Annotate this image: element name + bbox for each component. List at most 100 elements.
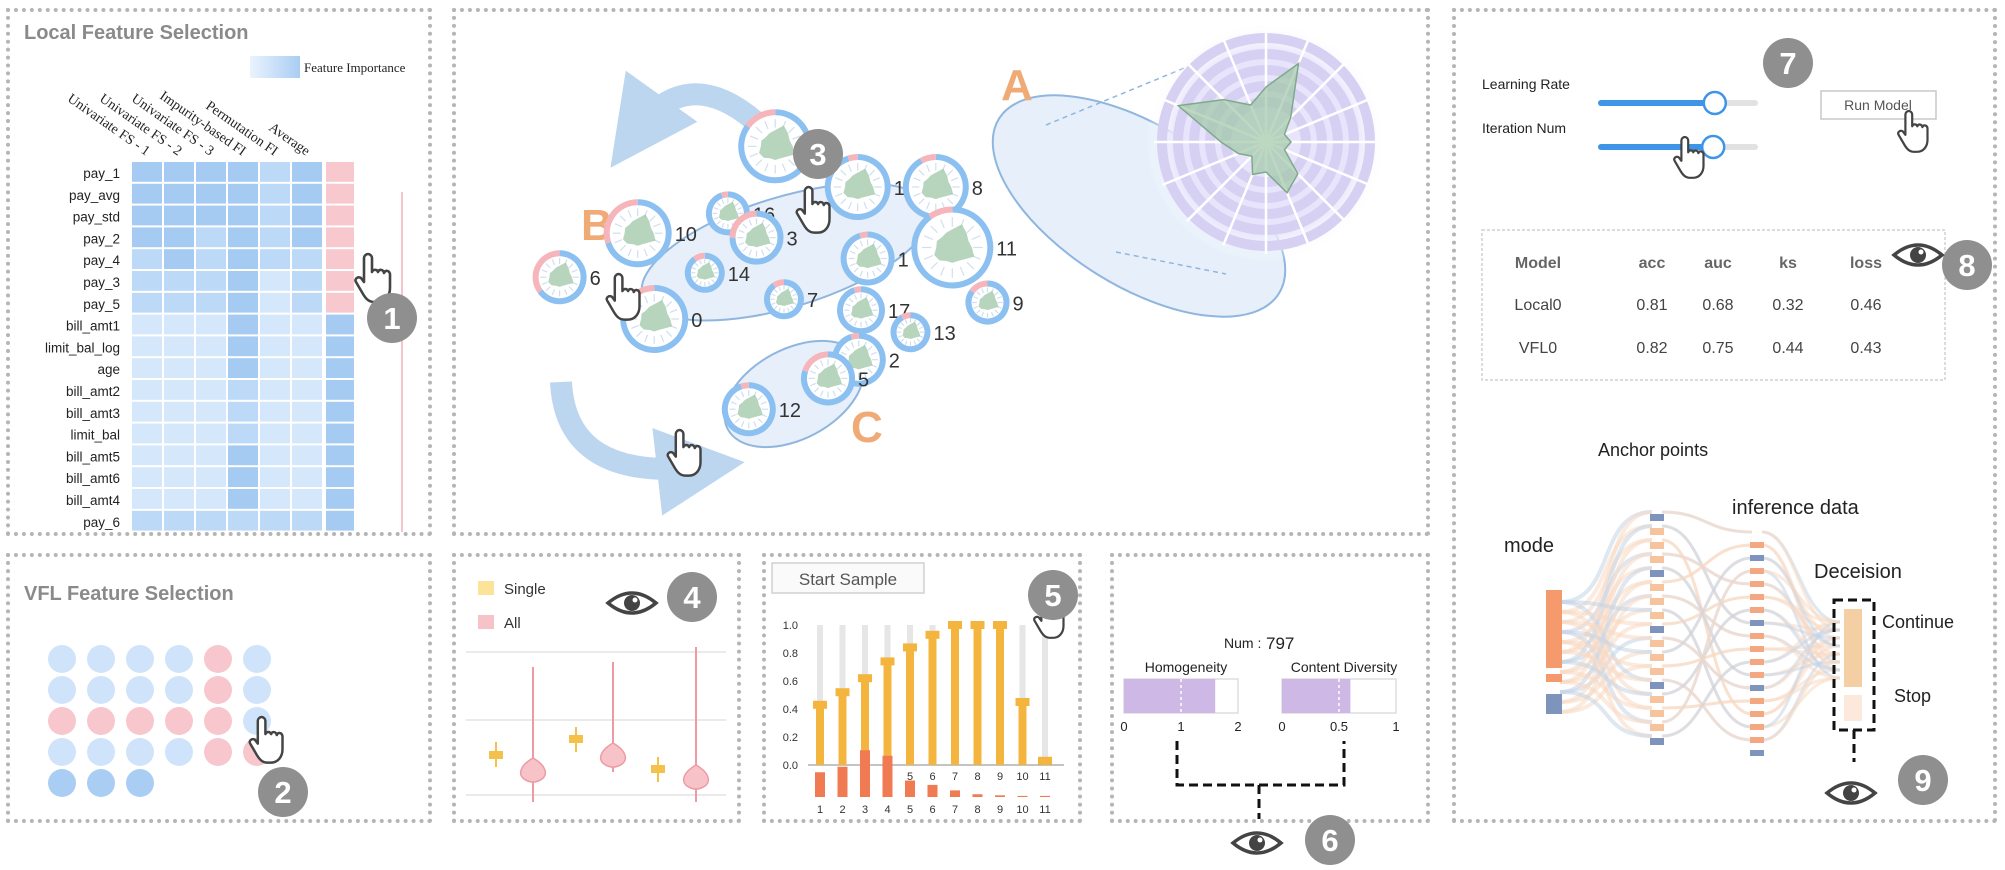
heatmap-hand-icon[interactable] [354, 252, 392, 304]
node-spoke [872, 177, 881, 182]
cluster-node[interactable]: 7 [764, 279, 818, 320]
node-spoke [916, 338, 921, 343]
y-tick-label: 0.6 [783, 676, 798, 688]
sankey-flow [1661, 569, 1753, 724]
node-spoke [781, 163, 787, 172]
node-spoke [740, 421, 745, 428]
cluster-node[interactable]: 6 [532, 250, 601, 305]
node-spoke [790, 305, 795, 310]
start-sample-button[interactable]: Start Sample [771, 562, 925, 594]
inference-node [1750, 646, 1764, 652]
all-bar [927, 784, 938, 797]
learning-rate-slider-thumb[interactable] [1702, 90, 1728, 116]
cluster-node[interactable]: 8 [902, 154, 983, 220]
heatmap-cell [132, 183, 162, 204]
sankey-flow [1559, 620, 1653, 640]
node-spoke [707, 281, 711, 286]
cluster-node[interactable]: 4 [738, 109, 826, 184]
node-spoke [923, 254, 934, 260]
node-spoke [853, 244, 859, 250]
inference-node [1750, 594, 1764, 600]
sankey-flow [1661, 566, 1753, 677]
node-spoke [994, 291, 999, 296]
table-header: acc [1639, 255, 1666, 272]
cluster-node[interactable]: 1 [840, 231, 909, 286]
cluster-node[interactable]: 5 [801, 351, 869, 406]
heatmap-cell [260, 510, 290, 531]
violin-all-shape [520, 757, 546, 783]
node-spoke [753, 421, 757, 428]
node-spoke [551, 259, 556, 266]
cluster-node[interactable]: 9 [965, 280, 1024, 325]
cluster-node[interactable]: 13 [890, 312, 956, 353]
node-spoke [918, 198, 925, 205]
node-radar [622, 214, 656, 246]
node-spoke [867, 345, 873, 351]
metric-label: Homogeneity [1145, 659, 1228, 675]
node-ring-pink [859, 231, 868, 239]
node-spoke [850, 341, 855, 348]
iteration-slider-thumb[interactable] [1700, 134, 1726, 160]
selection-cell [326, 249, 354, 269]
local-panel-title: Local Feature Selection [24, 22, 249, 44]
node-radar [921, 168, 954, 200]
run-model-hand-icon[interactable] [1897, 109, 1929, 153]
node-spoke [820, 390, 824, 397]
node-spoke [916, 322, 921, 327]
table-header: Model [1515, 255, 1561, 272]
all-bar [950, 790, 960, 797]
heatmap-cell [228, 423, 258, 444]
run-model-button[interactable]: Run Model [1820, 90, 1937, 120]
heatmap-cell [132, 249, 162, 269]
node-spoke [876, 267, 882, 273]
all-bar [1040, 795, 1050, 797]
node-spoke [771, 293, 776, 297]
mode-node [1546, 674, 1562, 682]
heatmap-row-label: bill_amt2 [66, 384, 120, 399]
sample-hand-icon[interactable] [1033, 595, 1065, 639]
cluster-node[interactable]: 10 [603, 199, 697, 268]
inference-node [1650, 710, 1664, 717]
inference-node [1650, 696, 1664, 703]
node-ring-blue [831, 332, 886, 387]
node-ring-blue [890, 312, 931, 353]
heatmap-cell [164, 401, 194, 422]
cluster-node[interactable]: 3 [729, 210, 798, 265]
cluster-projection-view[interactable]: ABC41581119101661430717213512 [456, 12, 1426, 532]
projection-hand-icon[interactable] [795, 185, 831, 234]
inference-node [1750, 581, 1764, 587]
node-spoke [760, 401, 767, 405]
vfl-hand-icon[interactable] [248, 715, 284, 764]
table-header: loss [1850, 255, 1882, 272]
node-spoke [757, 395, 763, 401]
node-ring-blue [721, 382, 776, 437]
sankey-flow [1761, 569, 1841, 680]
node-spoke [773, 289, 778, 294]
node-spoke [900, 338, 905, 343]
vfl-feature-dot [48, 738, 76, 766]
sankey-flow [1761, 644, 1841, 716]
selection-cell [326, 489, 354, 509]
cluster-node[interactable]: 17 [837, 286, 910, 335]
metric-label: Content Diversity [1291, 659, 1398, 675]
vfl-feature-dot [126, 676, 154, 704]
iteration-hand-icon[interactable] [1673, 135, 1705, 179]
node-spoke [692, 275, 697, 279]
node-spoke [787, 126, 795, 134]
node-label: 4 [815, 137, 826, 159]
cluster-node[interactable]: 11 [911, 206, 1017, 289]
curved-arrow-top [610, 70, 764, 168]
node-label: 1 [898, 250, 909, 272]
heatmap-row-label: bill_amt6 [66, 471, 120, 486]
heatmap-cell [164, 336, 194, 357]
projection-hand-icon[interactable] [666, 428, 702, 477]
cluster-node[interactable]: 12 [721, 382, 801, 437]
cluster-node[interactable]: 14 [684, 252, 750, 293]
x-tick-label-lower: 5 [907, 804, 913, 816]
sample-bar [996, 625, 1004, 765]
node-spoke [867, 368, 873, 374]
heatmap-cell [196, 401, 226, 422]
vfl-feature-dot [126, 707, 154, 735]
selection-cell [326, 358, 354, 378]
projection-hand-icon[interactable] [605, 272, 641, 321]
